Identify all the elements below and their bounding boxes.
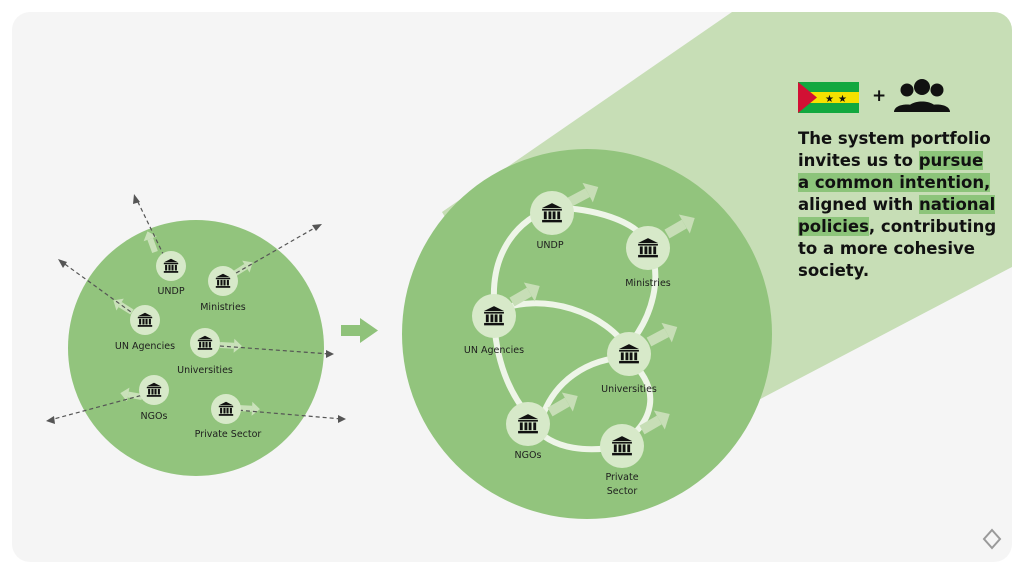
label-private-sector-line2: Sector (607, 486, 638, 497)
portfolio-diagram: UNDP Ministries UN Agencies Universities… (46, 12, 1012, 550)
statement-text-2: aligned with (798, 195, 920, 214)
right-node-un-agencies: UN Agencies (464, 294, 524, 356)
group-icon (894, 79, 950, 112)
left-node-private-sector: Private Sector (195, 394, 262, 440)
label-universities: Universities (177, 365, 233, 376)
svg-text:★: ★ (838, 94, 847, 105)
diagram-card: UNDP Ministries UN Agencies Universities… (12, 12, 1012, 562)
right-arrow-icon (341, 318, 378, 343)
left-node-ministries: Ministries (200, 266, 246, 313)
divergent-dashed-arrows (49, 197, 343, 421)
right-node-ministries: Ministries (625, 226, 671, 289)
label-ministries: Ministries (200, 302, 246, 313)
statement-text-3: , contributing to a more cohesive societ… (798, 217, 997, 280)
svg-text:★: ★ (825, 94, 834, 105)
label-universities: Universities (601, 384, 657, 395)
aligned-arrows (509, 182, 695, 435)
dashed-arrow-heads (46, 194, 346, 424)
statement-text-1: The system portfolio invites us to (798, 129, 991, 170)
left-node-un-agencies: UN Agencies (115, 305, 175, 352)
diamond-logo-icon (982, 528, 1002, 550)
right-node-universities: Universities (601, 332, 657, 395)
label-ngos: NGOs (515, 450, 542, 461)
right-node-undp: UNDP (530, 191, 574, 251)
left-node-universities: Universities (177, 328, 233, 376)
sao-tome-flag-icon: ★ ★ (798, 82, 859, 113)
label-undp: UNDP (536, 240, 563, 251)
label-ngos: NGOs (141, 411, 168, 422)
portfolio-statement: The system portfolio invites us to pursu… (798, 128, 998, 282)
plus-sign: + (872, 86, 887, 106)
label-private-sector-line1: Private (605, 472, 638, 483)
label-un-agencies: UN Agencies (464, 345, 524, 356)
left-node-ngos: NGOs (139, 375, 169, 422)
left-node-undp: UNDP (156, 251, 186, 297)
label-un-agencies: UN Agencies (115, 341, 175, 352)
label-undp: UNDP (157, 286, 184, 297)
label-ministries: Ministries (625, 278, 671, 289)
cohesive-circle (402, 149, 772, 519)
label-private-sector: Private Sector (195, 429, 262, 440)
right-node-ngos: NGOs (506, 402, 550, 461)
right-node-private-sector: Private Sector (600, 424, 644, 497)
